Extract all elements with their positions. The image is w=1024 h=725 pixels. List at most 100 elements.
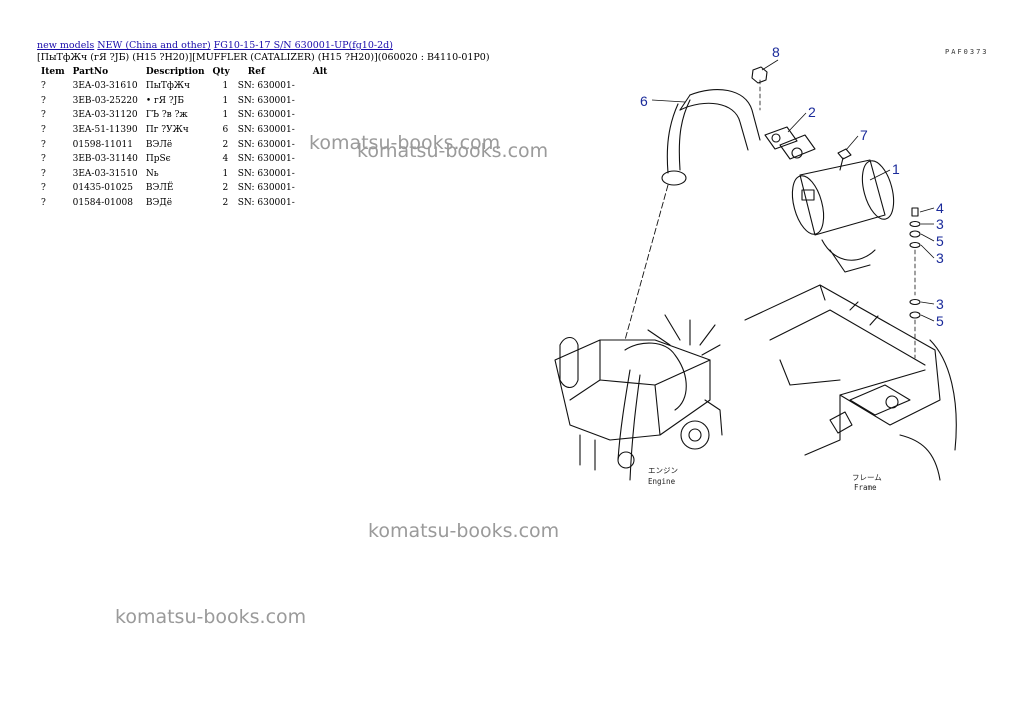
muffler: [799, 159, 886, 236]
col-item-header: Item: [41, 67, 65, 77]
callout-8: 8: [772, 44, 780, 60]
cell-description: ГЪ ?в ?ж: [145, 110, 188, 121]
gasket: [764, 126, 798, 150]
cell-alt: [299, 181, 332, 196]
cell-ref: SN: 630001-: [237, 139, 295, 150]
cell-item: ?: [41, 110, 46, 121]
callout-1: 1: [892, 161, 900, 177]
table-row: ? 01584-01008 ВЭДё 2 SN: 630001-: [37, 196, 331, 211]
label-engine-jp: エンジン: [648, 466, 678, 475]
cell-item: ?: [41, 154, 46, 165]
cell-ref: SN: 630001-: [237, 168, 295, 179]
callout-4: 4: [936, 200, 944, 216]
cell-item: ?: [41, 183, 46, 194]
callout-5a: 5: [936, 233, 944, 249]
exhaust-pipe: [679, 89, 761, 151]
cell-partno: 3EA-03-31610: [72, 81, 138, 92]
table-row: ? 3EB-03-31140 ПрЅє 4 SN: 630001-: [37, 152, 331, 167]
cell-item: ?: [41, 95, 46, 106]
table-header-row: Item PartNo Description Qty Ref Alt: [37, 66, 331, 79]
bolt-stack: [911, 207, 919, 217]
cell-ref: SN: 630001-: [237, 81, 295, 92]
cell-ref: SN: 630001-: [237, 198, 295, 209]
cell-ref: SN: 630001-: [237, 154, 295, 165]
drawing-id: PAF0373: [945, 48, 989, 56]
cell-description: ПыТфЖч: [145, 81, 190, 92]
cell-item: ?: [41, 81, 46, 92]
label-frame: Frame: [854, 483, 877, 492]
cell-qty: 1: [222, 110, 229, 121]
callout-3a: 3: [936, 216, 944, 232]
cell-qty: 2: [222, 139, 229, 150]
table-row: ? 3EA-03-31610 ПыТфЖч 1 SN: 630001-: [37, 79, 331, 94]
cell-alt: [299, 196, 332, 211]
callout-6: 6: [640, 93, 648, 109]
watermark: komatsu-books.com: [368, 520, 560, 542]
cell-partno: 01435-01025: [72, 183, 133, 194]
cell-qty: 1: [222, 81, 229, 92]
bolt: [837, 148, 852, 171]
parts-table: Item PartNo Description Qty Ref Alt ? 3EA…: [37, 66, 331, 210]
cell-partno: 01598-11011: [72, 139, 133, 150]
breadcrumb-link-model[interactable]: FG10-15-17 S/N 630001-UP(fg10-2d): [213, 40, 393, 51]
cell-item: ?: [41, 198, 46, 209]
cell-qty: 1: [222, 168, 229, 179]
col-qty-header: Qty: [212, 67, 230, 77]
cell-item: ?: [41, 139, 46, 150]
breadcrumb-link-new-models[interactable]: new models: [37, 40, 95, 51]
cell-ref: SN: 630001-: [237, 95, 295, 106]
col-partno-header: PartNo: [72, 67, 109, 77]
cell-ref: SN: 630001-: [237, 110, 295, 121]
table-row: ? 3EA-03-31120 ГЪ ?в ?ж 1 SN: 630001-: [37, 108, 331, 123]
cell-qty: 2: [222, 183, 229, 194]
watermark: komatsu-books.com: [309, 132, 501, 154]
cell-partno: 3EB-03-25220: [72, 95, 138, 106]
cell-partno: 01584-01008: [72, 198, 133, 209]
cell-description: ВЭЛё: [145, 139, 173, 150]
callout-7: 7: [860, 127, 868, 143]
cell-alt: [299, 79, 332, 94]
cell-qty: 1: [222, 95, 229, 106]
page-title: [ПыТфЖч (гЯ ?ЈБ) (H15 ?H20)][MUFFLER (CA…: [37, 52, 490, 63]
cell-qty: 4: [222, 154, 229, 165]
callout-3b: 3: [936, 250, 944, 266]
cell-alt: [299, 167, 332, 182]
cell-partno: 3EB-03-31140: [72, 154, 138, 165]
nut: [751, 66, 768, 84]
callout-3c: 3: [936, 296, 944, 312]
cell-alt: [299, 108, 332, 123]
cell-qty: 2: [222, 198, 229, 209]
col-description-header: Description: [145, 67, 205, 77]
cell-alt: [299, 94, 332, 109]
callout-2: 2: [808, 104, 816, 120]
col-alt-header: Alt: [312, 67, 328, 77]
cell-alt: [299, 152, 332, 167]
cell-ref: SN: 630001-: [237, 183, 295, 194]
cell-description: ВЭДё: [145, 198, 173, 209]
table-row: ? 3EB-03-25220 • гЯ ?ЈБ 1 SN: 630001-: [37, 94, 331, 109]
cell-description: Пг ?УЖч: [145, 125, 189, 136]
table-row: ? 01435-01025 ВЭЛЁ 2 SN: 630001-: [37, 181, 331, 196]
cell-item: ?: [41, 168, 46, 179]
cell-ref: SN: 630001-: [237, 125, 295, 136]
cell-partno: 3EA-03-31510: [72, 168, 138, 179]
breadcrumb-link-new-china[interactable]: NEW (China and other): [97, 40, 211, 51]
cell-description: Nь: [145, 168, 159, 179]
watermark: komatsu-books.com: [357, 140, 549, 162]
callout-5b: 5: [936, 313, 944, 329]
cell-description: ПрЅє: [145, 154, 171, 165]
frame: [744, 284, 941, 456]
col-ref-header: Ref: [247, 67, 265, 77]
cell-description: • гЯ ?ЈБ: [145, 95, 184, 106]
exploded-parts-drawing: 8 6 2 7 1 4 3 5 3 3 5 エンジン Engine フレーム F…: [554, 44, 957, 492]
cell-partno: 3EA-03-31120: [72, 110, 138, 121]
cell-qty: 6: [222, 125, 229, 136]
watermark: komatsu-books.com: [115, 606, 307, 628]
label-frame-jp: フレーム: [852, 473, 882, 482]
cell-partno: 3EA-51-11390: [72, 125, 138, 136]
cell-description: ВЭЛЁ: [145, 183, 174, 194]
label-engine: Engine: [648, 477, 676, 486]
cell-item: ?: [41, 125, 46, 136]
table-row: ? 3EA-03-31510 Nь 1 SN: 630001-: [37, 167, 331, 182]
